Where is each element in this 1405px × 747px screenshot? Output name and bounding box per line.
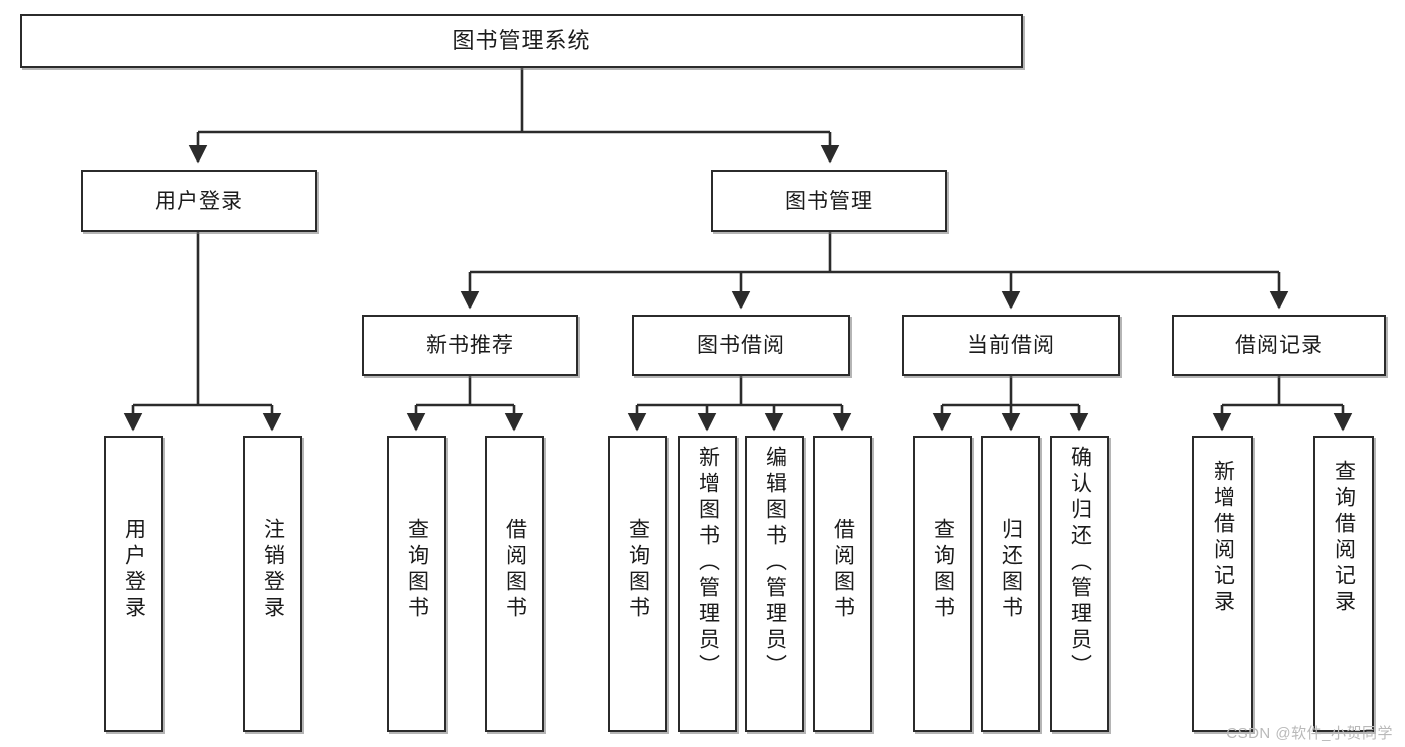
leaf-logout[interactable]: 注销登录	[243, 436, 302, 732]
node-label: 用户登录	[122, 518, 146, 622]
leaf-query-books-current[interactable]: 查询图书	[913, 436, 972, 732]
node-label: 新增图书（管理员）	[696, 446, 720, 680]
leaf-add-book-admin[interactable]: 新增图书（管理员）	[678, 436, 737, 732]
leaf-add-borrow-record[interactable]: 新增借阅记录	[1192, 436, 1253, 732]
node-book-borrow[interactable]: 图书借阅	[632, 315, 850, 376]
node-current-borrow[interactable]: 当前借阅	[902, 315, 1120, 376]
node-book-management[interactable]: 图书管理	[711, 170, 947, 232]
node-label: 归还图书	[999, 518, 1023, 622]
leaf-query-books-recommend[interactable]: 查询图书	[387, 436, 446, 732]
leaf-return-books[interactable]: 归还图书	[981, 436, 1040, 732]
node-label: 图书管理	[785, 189, 873, 213]
leaf-edit-book-admin[interactable]: 编辑图书（管理员）	[745, 436, 804, 732]
node-label: 查询图书	[626, 518, 650, 622]
leaf-query-books-borrow[interactable]: 查询图书	[608, 436, 667, 732]
node-label: 用户登录	[155, 189, 243, 213]
node-new-book-recommend[interactable]: 新书推荐	[362, 315, 578, 376]
node-label: 借阅图书	[831, 518, 855, 622]
node-label: 图书管理系统	[452, 28, 591, 53]
node-label: 确认归还（管理员）	[1068, 446, 1092, 680]
node-label: 借阅记录	[1235, 334, 1323, 357]
leaf-user-login[interactable]: 用户登录	[104, 436, 163, 732]
node-user-login[interactable]: 用户登录	[81, 170, 317, 232]
node-label: 查询借阅记录	[1332, 460, 1356, 616]
node-label: 编辑图书（管理员）	[763, 446, 787, 680]
leaf-borrow-books-borrow[interactable]: 借阅图书	[813, 436, 872, 732]
node-root-book-management-system[interactable]: 图书管理系统	[20, 14, 1023, 68]
node-label: 查询图书	[931, 518, 955, 622]
node-label: 注销登录	[261, 518, 285, 622]
node-label: 图书借阅	[697, 334, 785, 357]
node-label: 借阅图书	[503, 518, 527, 622]
node-label: 新书推荐	[426, 334, 514, 357]
node-label: 当前借阅	[967, 334, 1055, 357]
leaf-borrow-books-recommend[interactable]: 借阅图书	[485, 436, 544, 732]
node-borrow-record[interactable]: 借阅记录	[1172, 315, 1386, 376]
leaf-confirm-return-admin[interactable]: 确认归还（管理员）	[1050, 436, 1109, 732]
node-label: 查询图书	[405, 518, 429, 622]
leaf-query-borrow-record[interactable]: 查询借阅记录	[1313, 436, 1374, 732]
node-label: 新增借阅记录	[1211, 460, 1235, 616]
